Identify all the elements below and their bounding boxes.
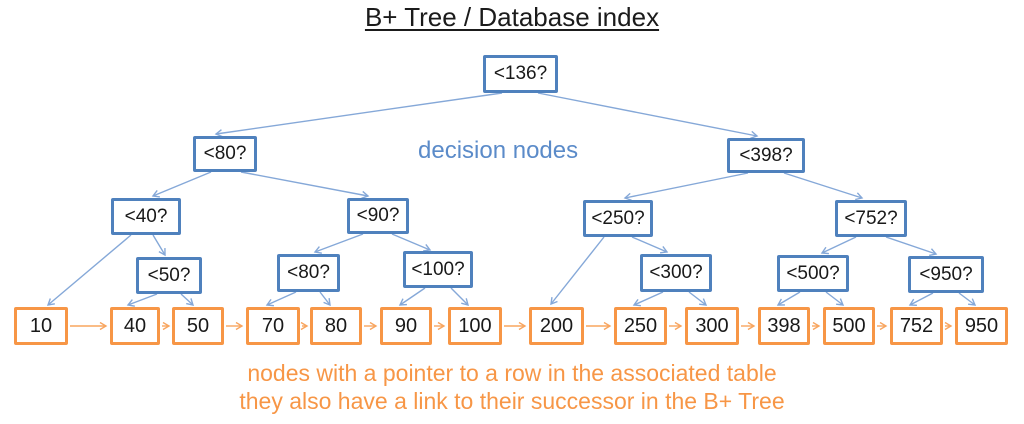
decision-node-40: <40? (111, 198, 181, 235)
edge-n80-n90 (240, 171, 370, 199)
edge-n950-leaf752 (908, 292, 934, 307)
leaf-node-10: 10 (14, 307, 68, 345)
edge-n80-n40 (151, 171, 212, 198)
edge-n752-n950 (885, 236, 938, 257)
decision-nodes-annotation: decision nodes (418, 137, 579, 164)
edge-n300-leaf300 (688, 291, 708, 306)
edge-n80b-leaf70 (265, 291, 297, 307)
decision-node-250: <250? (583, 200, 653, 237)
edge-n250-n300 (631, 236, 669, 254)
edge-n136-n398 (537, 92, 759, 139)
leaf-nodes-caption: nodes with a pointer to a row in the ass… (0, 359, 1024, 415)
decision-node-80b: <80? (277, 254, 340, 292)
edge-n50-leaf50 (180, 293, 195, 306)
leaf-node-300: 300 (685, 307, 739, 345)
leaf-node-398: 398 (758, 307, 810, 345)
decision-node-500: <500? (777, 255, 849, 292)
edge-n90-n80b (313, 233, 364, 254)
leaf-node-80: 80 (310, 307, 362, 345)
decision-node-80: <80? (193, 136, 257, 172)
decision-node-50: <50? (136, 257, 202, 294)
edge-n398-n250 (623, 172, 749, 201)
edge-n500-leaf398 (776, 291, 801, 306)
leaf-node-752: 752 (890, 307, 943, 345)
leaf-node-500: 500 (823, 307, 875, 345)
leaf-node-40: 40 (110, 307, 160, 345)
leaf-node-250: 250 (614, 307, 667, 345)
leaf-node-50: 50 (172, 307, 224, 345)
decision-node-950: <950? (908, 256, 984, 293)
edge-n100-leaf100 (450, 287, 469, 306)
leaf-node-200: 200 (529, 307, 584, 345)
decision-node-136: <136? (483, 55, 558, 93)
leaf-node-90: 90 (380, 307, 432, 345)
edge-n100-leaf90 (398, 287, 426, 306)
edge-n752-n500 (820, 236, 857, 255)
leaf-node-950: 950 (955, 307, 1008, 345)
edge-n80b-leaf80 (319, 291, 331, 307)
edge-n90-n100 (391, 233, 432, 252)
edge-n950-leaf950 (958, 292, 977, 306)
edge-n500-leaf500 (825, 291, 845, 306)
edge-n40-n50 (152, 234, 166, 257)
edge-n398-n752 (783, 172, 864, 201)
leaf-node-100: 100 (448, 307, 502, 345)
edge-n136-n80 (214, 92, 503, 138)
edge-n40-leaf10 (46, 234, 132, 306)
decision-node-90: <90? (347, 198, 409, 234)
edge-n50-leaf40 (126, 293, 158, 307)
decision-node-100: <100? (403, 251, 473, 288)
page-title: B+ Tree / Database index (364, 2, 660, 32)
leaf-node-70: 70 (246, 307, 300, 345)
decision-node-398: <398? (727, 138, 805, 173)
edge-n300-leaf250 (632, 291, 664, 307)
decision-node-300: <300? (640, 254, 712, 292)
decision-node-752: <752? (835, 200, 907, 237)
edge-n250-leaf200 (550, 236, 605, 306)
caption-line-1: nodes with a pointer to a row in the ass… (247, 360, 777, 386)
caption-line-2: they also have a link to their successor… (239, 388, 785, 414)
